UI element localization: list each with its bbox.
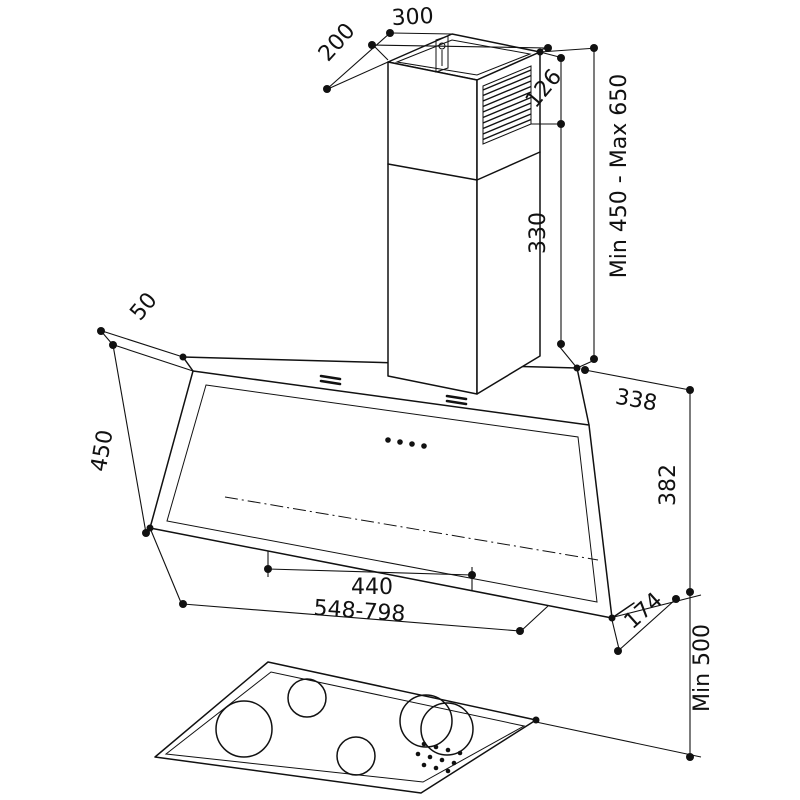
hob-control-dot xyxy=(421,741,427,747)
hob-control-dot xyxy=(457,750,463,756)
hob-control-dot xyxy=(445,747,451,753)
dim-endpoint-dot xyxy=(544,44,552,52)
chimney-top-opening xyxy=(395,39,532,76)
dim-line xyxy=(535,592,702,758)
dim-endpoint-dot xyxy=(179,600,187,608)
dim-endpoint-dot xyxy=(614,647,622,655)
corner-reference-dot xyxy=(573,364,581,372)
chimney xyxy=(387,33,541,395)
dim-label-chimney-range: Min 450 - Max 650 xyxy=(607,74,632,278)
hood-mounting-clip-right xyxy=(445,394,468,406)
dim-min-hob-clearance: Min 500 xyxy=(535,592,715,758)
dim-endpoint-dot xyxy=(368,41,376,49)
hob-control-dot xyxy=(451,760,457,766)
hood-body xyxy=(149,356,635,619)
dimension-endpoint-dots xyxy=(97,29,694,761)
dim-line xyxy=(558,124,578,369)
hob-control-dot xyxy=(421,762,427,768)
dim-label-382: 382 xyxy=(656,464,681,506)
dim-endpoint-dot xyxy=(97,327,105,335)
dim-endpoint-dot xyxy=(557,340,565,348)
burner-dual-right-b xyxy=(420,702,474,756)
burner-small-back xyxy=(287,678,327,718)
dim-endpoint-dot xyxy=(686,753,694,761)
corner-reference-dot xyxy=(608,614,616,622)
hood-glass-inner-frame xyxy=(166,384,598,603)
dim-line xyxy=(613,390,702,618)
cooktop-control-dots xyxy=(415,741,463,774)
control-button-dot xyxy=(385,437,391,443)
bracket-plate xyxy=(435,35,449,73)
dim-endpoint-dot xyxy=(581,366,589,374)
dim-endpoint-dot xyxy=(468,571,476,579)
chimney-side-face xyxy=(476,51,541,395)
dim-endpoint-dot xyxy=(264,565,272,573)
hob-control-dot xyxy=(427,754,433,760)
control-button-dot xyxy=(409,441,415,447)
chimney-telescopic-seam xyxy=(387,151,541,181)
dim-chimney-top-width: 300 xyxy=(371,4,549,61)
hood-centerline xyxy=(224,496,599,561)
dim-endpoint-dot xyxy=(590,355,598,363)
dim-endpoint-dot xyxy=(557,54,565,62)
control-button-dot xyxy=(421,443,427,449)
hob-control-dot xyxy=(433,744,439,750)
dim-endpoint-dot xyxy=(686,588,694,596)
burner-small-front xyxy=(336,736,376,776)
dim-label-330: 330 xyxy=(526,212,551,254)
dim-endpoint-dot xyxy=(686,386,694,394)
dim-line xyxy=(326,32,453,90)
chimney-front-face xyxy=(387,61,478,395)
cooktop-inner-edge xyxy=(164,671,526,783)
hob-control-dot xyxy=(415,751,421,757)
dim-line xyxy=(611,598,677,652)
dim-endpoint-dot xyxy=(323,85,331,93)
dim-endpoint-dot xyxy=(557,120,565,128)
dim-endpoint-dot xyxy=(386,29,394,37)
burner-dual-right-a xyxy=(399,694,453,748)
burner-large-left xyxy=(215,700,273,758)
dim-body-height: 382 xyxy=(613,390,702,618)
hood-bottom-back-edge xyxy=(611,602,635,619)
dim-endpoint-dot xyxy=(590,44,598,52)
dim-endpoint-dot xyxy=(142,529,150,537)
cooktop xyxy=(154,661,537,794)
dim-lower-duct-height: 330 xyxy=(526,124,578,369)
hob-control-dot xyxy=(433,765,439,771)
dim-label-300: 300 xyxy=(391,4,434,31)
dim-label-440: 440 xyxy=(351,575,393,600)
hob-control-dot xyxy=(445,768,451,774)
dim-line xyxy=(149,527,549,632)
dim-label-min500: Min 500 xyxy=(690,624,715,712)
corner-reference-dot xyxy=(146,524,154,532)
hob-control-dot xyxy=(439,757,445,763)
hood-mounting-clip-left xyxy=(319,374,342,386)
dim-endpoint-dot xyxy=(672,595,680,603)
dim-endpoint-dot xyxy=(516,627,524,635)
dim-chimney-height-range: Min 450 - Max 650 xyxy=(539,47,632,369)
hood-control-buttons xyxy=(385,437,427,449)
dim-line xyxy=(584,369,691,391)
vent-grille-slats xyxy=(482,69,532,141)
corner-reference-dot xyxy=(179,353,187,361)
hood-right-cap-edge xyxy=(576,367,590,426)
corner-reference-dot xyxy=(532,716,540,724)
control-button-dot xyxy=(397,439,403,445)
dim-endpoint-dot xyxy=(109,341,117,349)
corner-reference-dot xyxy=(536,48,544,56)
